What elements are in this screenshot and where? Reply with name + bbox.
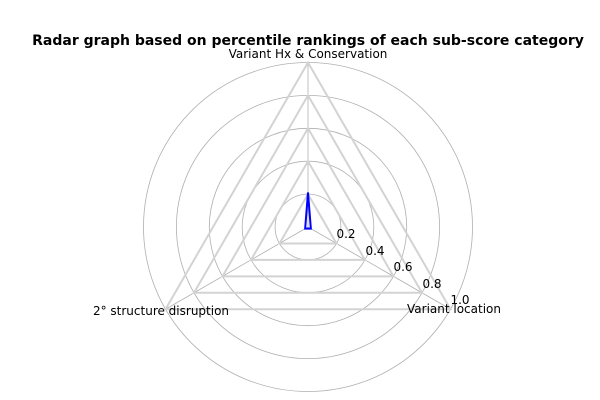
axis-label-variant-location: Variant location — [407, 302, 501, 316]
chart-title: Radar graph based on percentile rankings… — [32, 33, 584, 49]
radar-series-polygon — [304, 192, 312, 230]
radial-spoke — [307, 226, 451, 310]
axis-label-variant-hx-conservation: Variant Hx & Conservation — [228, 47, 388, 61]
radial-tick-label: 0.4 — [365, 244, 385, 258]
radial-tick-label: 1.0 — [450, 293, 470, 307]
axis-label-structure-disruption: 2° structure disruption — [92, 304, 230, 318]
radial-tick-label: 0.2 — [336, 227, 356, 241]
grid-polygon — [163, 60, 453, 311]
grid-polygon — [277, 192, 339, 245]
radial-spoke — [165, 226, 309, 310]
grid-polygon — [192, 93, 424, 294]
grid-polygon — [220, 126, 396, 278]
radial-tick-label: 0.8 — [422, 277, 442, 291]
grid-polygon — [249, 159, 367, 261]
radial-tick-label: 0.6 — [393, 260, 413, 274]
